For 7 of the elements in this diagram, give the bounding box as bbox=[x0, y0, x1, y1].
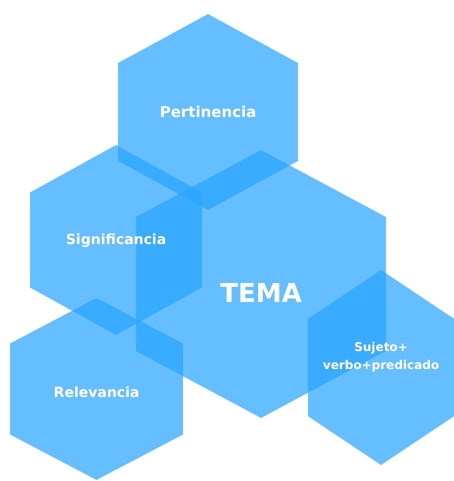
node-label: Sujeto+ verbo+predicado bbox=[322, 338, 440, 374]
node-label: Significancia bbox=[64, 232, 168, 248]
node-label: TEMA bbox=[219, 279, 303, 309]
node-label: Pertinencia bbox=[158, 103, 258, 121]
hexagon bbox=[308, 270, 454, 465]
node-label: Relevancia bbox=[52, 385, 140, 401]
hexagon bbox=[10, 298, 183, 480]
